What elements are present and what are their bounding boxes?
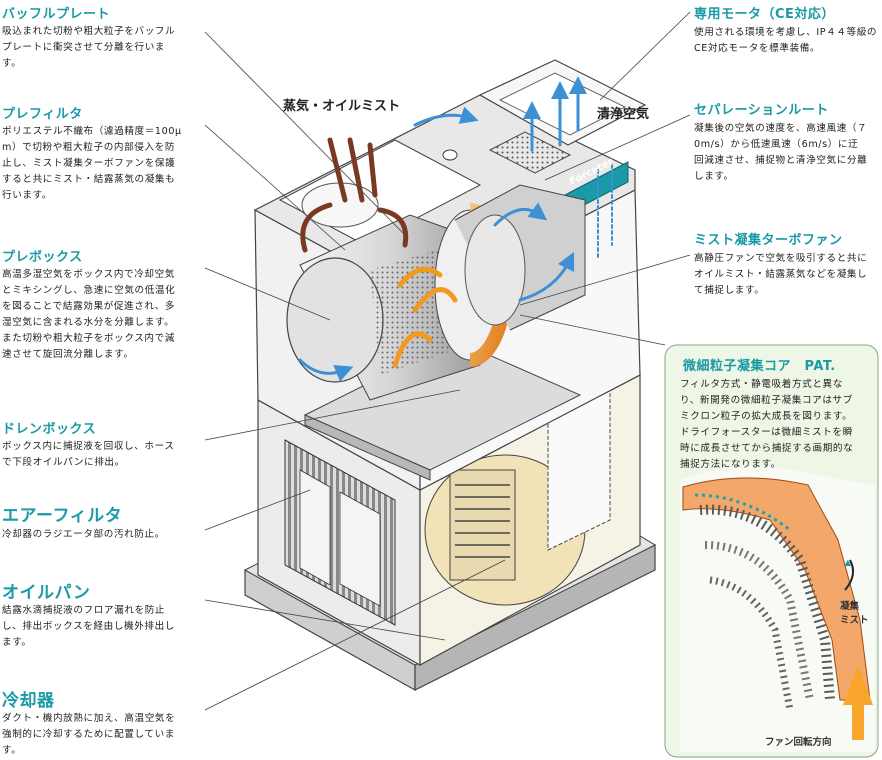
core-title: 微細粒子凝集コア PAT.: [683, 359, 836, 374]
pre-filter-body: ポリエステル不織布（濾過精度＝100μ m）で切粉や粗大粒子の内部侵入を防 止し…: [2, 126, 182, 201]
baffle-plate-title: バッフルプレート: [2, 7, 111, 22]
leader-lines: [204, 11, 691, 711]
oil-pan-body: 結露水滴捕捉液のフロア漏れを防止 し、排出ボックスを経由し機外排出し ます。: [2, 605, 176, 648]
drain-box-body: ボックス内に捕捉液を回収し、ホース で下段オイルパンに排出。: [2, 441, 175, 468]
motor-title: 専用モータ（CE対応）: [694, 7, 835, 22]
core-inset-panel: [664, 344, 879, 758]
cooler-body: ダクト・機内放熱に加え、高温空気を 強制的に冷却するために配置していま す。: [2, 713, 176, 756]
separation-route-body: 凝集後の空気の速度を、高速風速（７ 0m/s）から低速風速（6m/s）に迂 回減…: [694, 123, 868, 182]
label-clean-air: 清浄空気: [597, 107, 650, 122]
pre-filter-title: プレフィルタ: [2, 107, 83, 122]
fan-assembly: [286, 184, 586, 401]
label-aggregated-mist: 凝集 ミスト: [840, 601, 869, 626]
separation-route-title: セパレーションルート: [694, 103, 829, 118]
pre-box-title: プレボックス: [2, 250, 83, 265]
air-filter-body: 冷却器のラジエータ部の汚れ防止。: [2, 529, 165, 540]
lower-cabinet: [257, 374, 641, 667]
air-filter-title: エアーフィルタ: [2, 506, 123, 526]
flow-arrows: [298, 76, 613, 382]
drain-box-title: ドレンボックス: [2, 422, 97, 437]
cooler-title: 冷却器: [2, 691, 55, 711]
turbo-fan-title: ミスト凝集ターボファン: [694, 233, 843, 248]
label-steam-oil-mist: 蒸気・オイルミスト: [283, 99, 401, 114]
oil-pan-title: オイルパン: [2, 583, 91, 603]
motor-body: 使用される環境を考慮し、IP４４等級の CE対応モータを標準装備。: [694, 27, 878, 54]
core-body: フィルタ方式・静電吸着方式と異な り、新開発の微細粒子凝集コアはサブ ミクロン粒…: [680, 379, 854, 470]
label-fan-rotation: ファン回転方向: [765, 737, 832, 748]
pre-box-body: 高温多湿空気をボックス内で冷却空気 とミキシングし、急速に空気の低温化 を図るこ…: [2, 269, 176, 360]
turbo-fan-body: 高静圧ファンで空気を吸引すると共に オイルミスト・結露蒸気などを凝集し て捕捉し…: [694, 253, 868, 296]
baffle-plate-body: 吸込まれた切粉や粗大粒子をバッフル プレートに衝突させて分離を行いま す。: [2, 26, 176, 69]
